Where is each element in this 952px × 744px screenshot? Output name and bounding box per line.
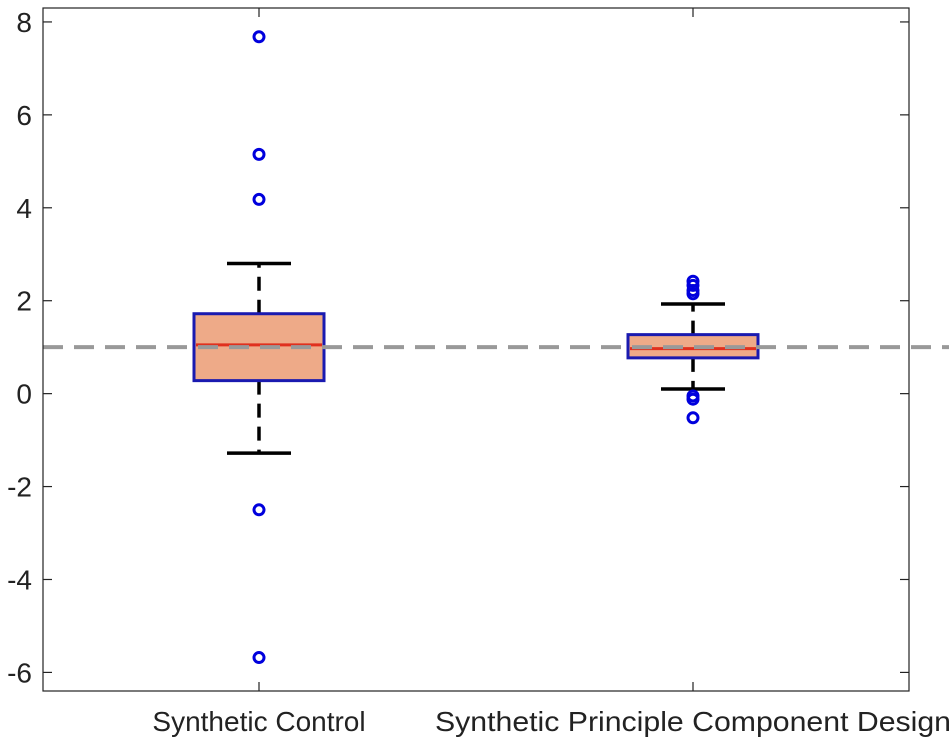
ytick-label: 8 (16, 7, 32, 38)
outlier-point (252, 192, 266, 206)
ytick-label: -6 (7, 657, 32, 688)
ytick-label: -4 (7, 564, 32, 595)
ytick-label: 0 (16, 379, 32, 410)
category-label: Synthetic Principle Component Design (435, 706, 951, 737)
ytick-label: 6 (16, 100, 32, 131)
ytick-label: 4 (16, 193, 32, 224)
outlier-point (686, 411, 700, 425)
axes-frame (42, 7, 910, 692)
outlier-point (686, 392, 700, 406)
outlier-point (252, 147, 266, 161)
ytick-label: 2 (16, 286, 32, 317)
outlier-point (686, 278, 700, 292)
outlier-point (252, 30, 266, 44)
outlier-point (252, 503, 266, 517)
outlier-point (686, 287, 700, 301)
outlier-point (252, 651, 266, 665)
ytick-label: -2 (7, 472, 32, 503)
category-label: Synthetic Control (152, 706, 365, 737)
box-group-2 (626, 274, 760, 425)
plot-area (43, 30, 949, 665)
